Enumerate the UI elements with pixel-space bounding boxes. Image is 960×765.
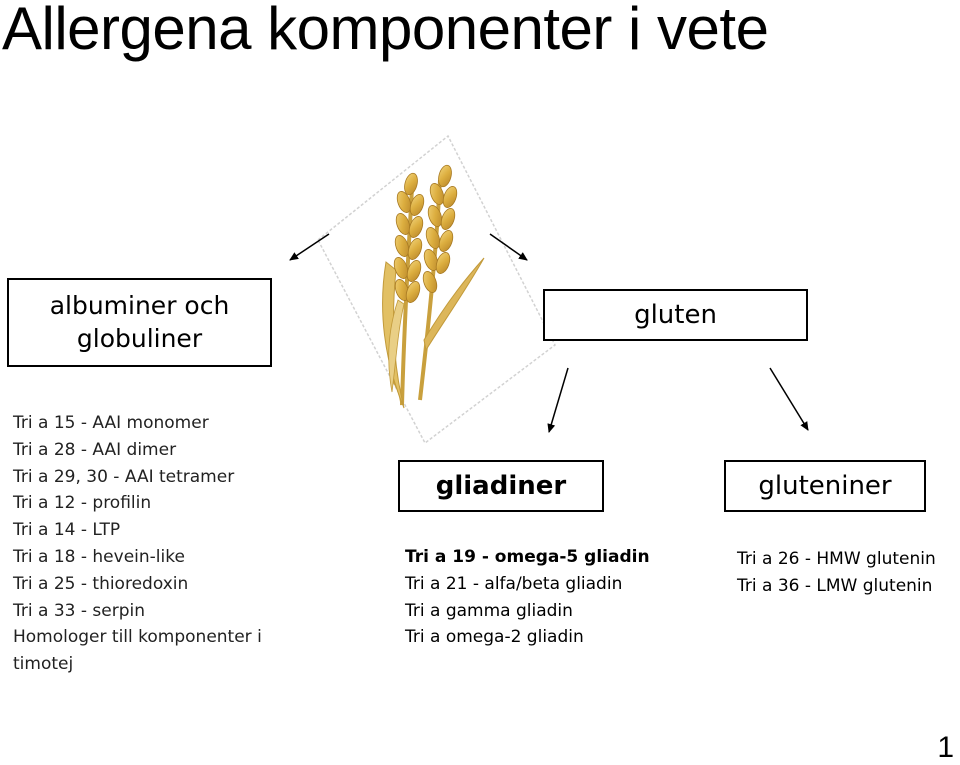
list-item: Tri a 18 - hevein-like: [13, 544, 288, 571]
albumin-globulin-box: albuminer och globuliner: [7, 278, 272, 367]
list-item: Tri a 12 - profilin: [13, 490, 288, 517]
gliadiner-box-label: gliadiner: [436, 471, 566, 501]
gliadiner-box: gliadiner: [398, 460, 604, 512]
list-item: Tri a 19 - omega-5 gliadin: [405, 544, 650, 571]
list-item: Tri a gamma gliadin: [405, 598, 650, 625]
gluten-box: gluten: [543, 289, 808, 341]
arrow-to-gluteniner: [770, 368, 808, 430]
list-item: Tri a 29, 30 - AAI tetramer: [13, 464, 288, 491]
gluteniner-box-label: gluteniner: [758, 471, 891, 501]
gluteniner-box: gluteniner: [724, 460, 926, 512]
gluten-box-label: gluten: [634, 300, 717, 330]
list-item: Tri a 36 - LMW glutenin: [737, 573, 936, 600]
list-item: Homologer till komponenter i: [13, 624, 288, 651]
wheat-image: [318, 136, 555, 443]
albumin-component-list: Tri a 15 - AAI monomer Tri a 28 - AAI di…: [13, 410, 288, 678]
list-item: Tri a 25 - thioredoxin: [13, 571, 288, 598]
list-item: Tri a 14 - LTP: [13, 517, 288, 544]
albumin-box-line1: albuminer och: [50, 290, 230, 323]
page-number: 1: [937, 731, 954, 765]
list-item: Tri a omega-2 gliadin: [405, 624, 650, 651]
list-item: Tri a 26 - HMW glutenin: [737, 546, 936, 573]
list-item: Tri a 28 - AAI dimer: [13, 437, 288, 464]
list-item: Tri a 33 - serpin: [13, 598, 288, 625]
arrow-to-gliadiner: [549, 368, 568, 432]
list-item: Tri a 21 - alfa/beta gliadin: [405, 571, 650, 598]
list-item: Tri a 15 - AAI monomer: [13, 410, 288, 437]
glutenin-component-list: Tri a 26 - HMW glutenin Tri a 36 - LMW g…: [737, 546, 936, 600]
albumin-box-line2: globuliner: [50, 323, 230, 356]
list-item: timotej: [13, 651, 288, 678]
gliadin-component-list: Tri a 19 - omega-5 gliadin Tri a 21 - al…: [405, 544, 650, 651]
